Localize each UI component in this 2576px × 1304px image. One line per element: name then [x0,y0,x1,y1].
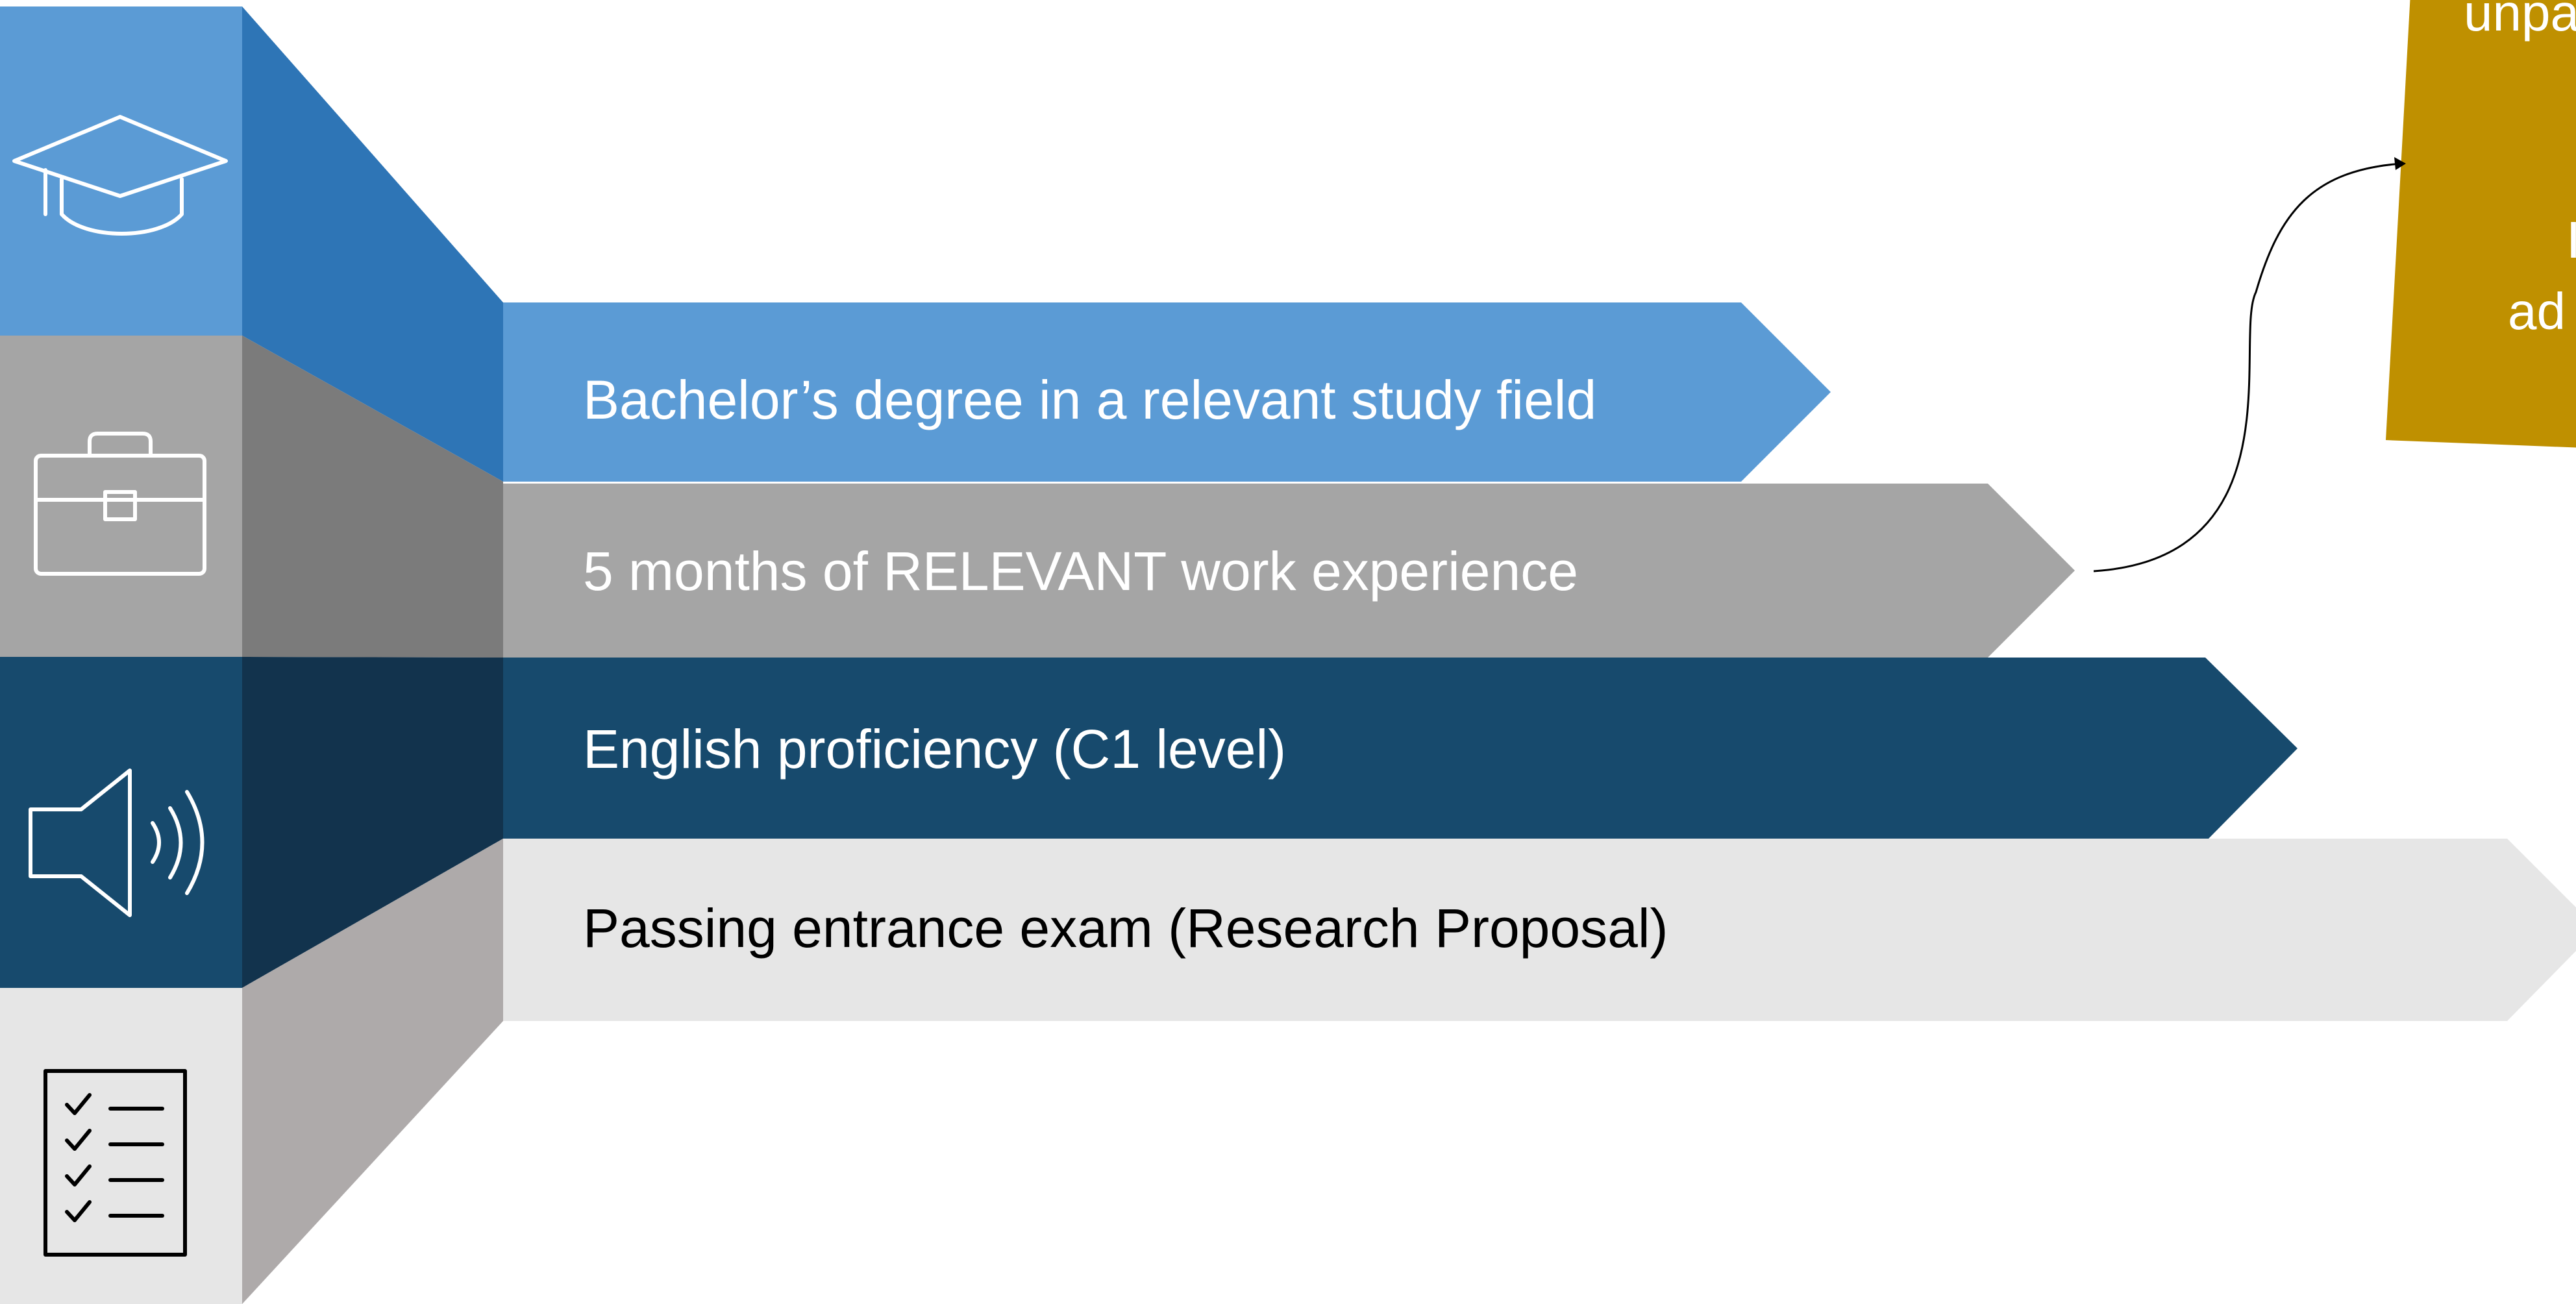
graduation-cap-icon [12,115,228,236]
requirement-arrow-1 [503,302,1831,482]
requirement-label-1: Bachelor’s degree in a relevant study fi… [583,369,1597,430]
bevel-face-3 [242,657,503,988]
requirement-arrow-3 [503,658,2297,839]
requirement-label-3: English proficiency (C1 level) [583,719,1287,780]
note-text-line-3: ad [2508,282,2566,340]
requirement-label-4: Passing entrance exam (Research Proposal… [583,898,1668,959]
bevel-face-1 [242,6,503,482]
requirement-label-2: 5 months of RELEVANT work experience [583,541,1578,602]
checklist-icon [43,1069,187,1257]
note-text-line-1: unpa [2464,0,2576,42]
icon-block-1 [0,6,242,336]
connector-arrowhead [2394,157,2406,170]
connector-line [2093,162,2403,572]
briefcase-icon [34,432,206,576]
icon-block-3 [0,657,242,988]
note-box [2386,0,2576,448]
icon-block-2 [0,336,242,657]
bevel-face-4 [242,839,503,1304]
speaker-icon [29,769,204,917]
requirement-arrow-4 [503,839,2576,1021]
requirement-arrow-2 [503,484,2075,658]
note-text-line-2: I [2566,211,2576,269]
bevel-face-2 [242,336,503,658]
